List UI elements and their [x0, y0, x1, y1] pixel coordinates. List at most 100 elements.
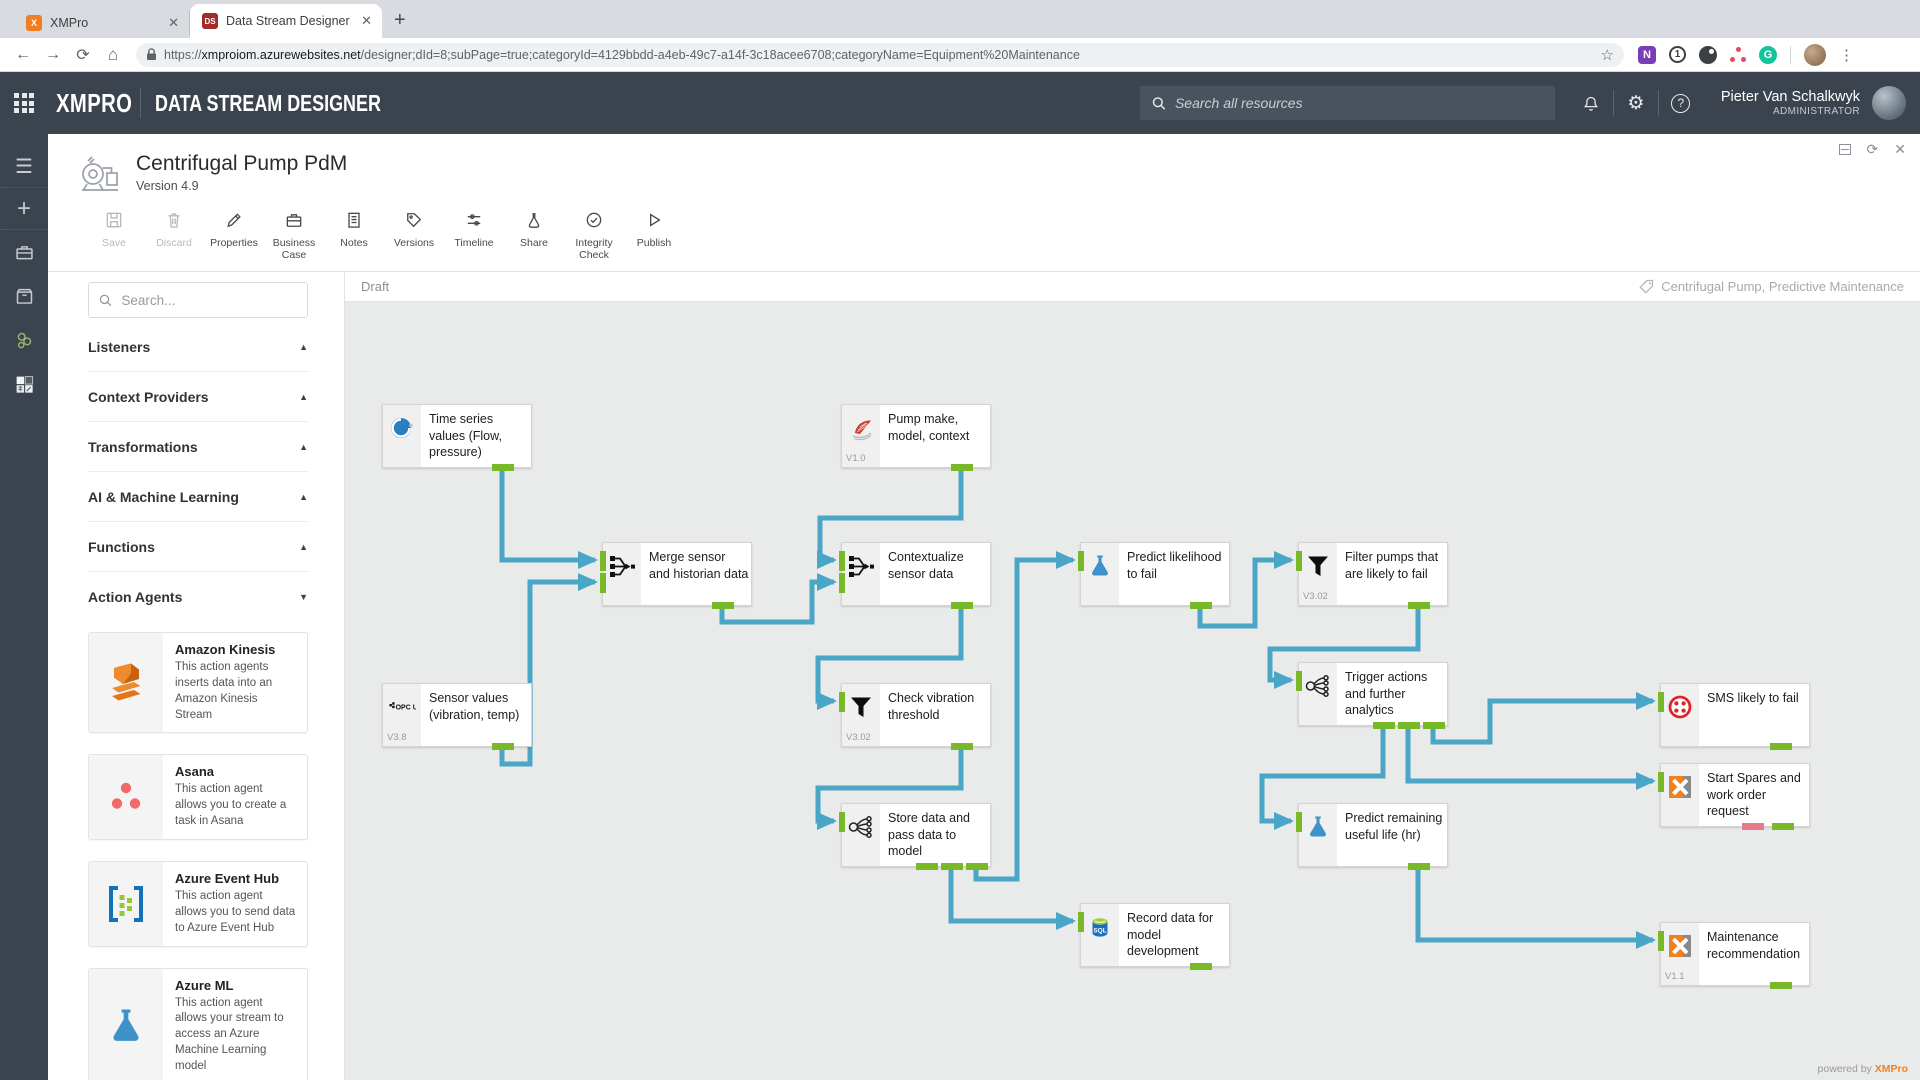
browser-tab-xmpro[interactable]: X XMPro ✕: [14, 11, 190, 35]
tab-close-icon[interactable]: ✕: [168, 15, 179, 30]
sidebar-category-listeners[interactable]: Listeners▲: [88, 322, 308, 372]
output-port[interactable]: [492, 743, 514, 750]
output-port[interactable]: [1770, 743, 1792, 750]
reload-icon[interactable]: ⟳: [76, 46, 90, 64]
home-icon[interactable]: ⌂: [107, 44, 119, 64]
archive-box-icon[interactable]: [0, 274, 48, 318]
output-port[interactable]: [492, 464, 514, 471]
input-port[interactable]: [1658, 692, 1664, 712]
sidebar-category-functions[interactable]: Functions▲: [88, 522, 308, 572]
settings-gear-icon[interactable]: ⚙: [1627, 92, 1645, 114]
tags-area[interactable]: Centrifugal Pump, Predictive Maintenance: [1639, 279, 1904, 294]
bookmark-star-icon[interactable]: ☆: [1600, 46, 1614, 64]
browser-menu-icon[interactable]: ⋮: [1839, 46, 1854, 64]
output-port[interactable]: [712, 602, 734, 609]
share-button[interactable]: Share: [504, 210, 564, 249]
output-port[interactable]: [1742, 823, 1764, 830]
timeline-button[interactable]: Timeline: [444, 210, 504, 249]
sidebar-category-ai-machine-learning[interactable]: AI & Machine Learning▲: [88, 472, 308, 522]
help-icon[interactable]: ?: [1659, 93, 1703, 113]
stream-node-predict-remaining-useful-life-hr[interactable]: Predict remaining useful life (hr): [1296, 803, 1448, 870]
brand-logo[interactable]: XMPRO: [56, 87, 133, 118]
input-port[interactable]: [839, 573, 845, 593]
sidebar-search[interactable]: [88, 282, 308, 318]
output-port[interactable]: [1408, 602, 1430, 609]
input-port[interactable]: [839, 692, 845, 712]
stream-node-trigger-actions-and-further-analytics[interactable]: Trigger actions and further analytics: [1296, 662, 1448, 729]
sidebar-search-input[interactable]: [121, 292, 297, 308]
input-port[interactable]: [1296, 812, 1302, 832]
new-tab-button[interactable]: +: [394, 9, 406, 31]
output-port[interactable]: [1770, 982, 1792, 989]
stream-node-merge-sensor-and-historian-data[interactable]: Merge sensor and historian data: [600, 542, 752, 609]
gears-icon[interactable]: [0, 318, 48, 362]
stream-canvas[interactable]: powered by XMPro Time series values (Flo…: [345, 302, 1920, 1080]
business-case-button[interactable]: Business Case: [264, 210, 324, 262]
save-button[interactable]: Save: [84, 210, 144, 249]
input-port[interactable]: [1658, 931, 1664, 951]
input-port[interactable]: [600, 551, 606, 571]
properties-button[interactable]: Properties: [204, 210, 264, 249]
grammarly-extension-icon[interactable]: G: [1759, 45, 1777, 64]
output-port[interactable]: [1190, 963, 1212, 970]
input-port[interactable]: [839, 812, 845, 832]
discard-button[interactable]: Discard: [144, 210, 204, 249]
briefcase-icon[interactable]: [0, 230, 48, 274]
user-block[interactable]: Pieter Van Schalkwyk ADMINISTRATOR: [1721, 88, 1860, 119]
browser-profile-avatar[interactable]: [1804, 43, 1826, 66]
menu-hamburger-icon[interactable]: ☰: [0, 146, 48, 188]
user-avatar[interactable]: [1872, 86, 1906, 120]
dark-circle-extension-icon[interactable]: [1699, 45, 1717, 64]
sidebar-category-context-providers[interactable]: Context Providers▲: [88, 372, 308, 422]
output-port[interactable]: [951, 602, 973, 609]
forward-icon[interactable]: →: [45, 45, 61, 63]
input-port[interactable]: [1078, 551, 1084, 571]
stream-node-time-series-values-flow-pressure[interactable]: Time series values (Flow, pressure): [382, 404, 532, 471]
tab-close-icon[interactable]: ✕: [361, 13, 372, 28]
input-port[interactable]: [1078, 912, 1084, 932]
browser-tab-data-stream-designer[interactable]: DS Data Stream Designer ✕: [190, 4, 382, 38]
sidebar-category-transformations[interactable]: Transformations▲: [88, 422, 308, 472]
restore-icon[interactable]: ⟳: [1866, 141, 1879, 157]
output-port[interactable]: [1408, 863, 1430, 870]
input-port[interactable]: [839, 551, 845, 571]
onepassword-extension-icon[interactable]: 1: [1669, 46, 1686, 63]
publish-button[interactable]: Publish: [624, 210, 684, 249]
collage-grid-icon[interactable]: [0, 362, 48, 406]
red-dots-extension-icon[interactable]: [1730, 47, 1746, 62]
integrity-check-button[interactable]: Integrity Check: [564, 210, 624, 262]
sidebar-category-action-agents[interactable]: Action Agents▼: [88, 572, 308, 622]
output-port[interactable]: [1373, 722, 1395, 729]
app-launcher-icon[interactable]: [0, 93, 48, 113]
input-port[interactable]: [1296, 671, 1302, 691]
stream-node-predict-likelihood-to-fail[interactable]: Predict likelihood to fail: [1078, 542, 1230, 609]
input-port[interactable]: [1658, 772, 1664, 792]
output-port[interactable]: [951, 743, 973, 750]
output-port[interactable]: [916, 863, 938, 870]
onenote-extension-icon[interactable]: N: [1638, 45, 1656, 64]
output-port[interactable]: [1190, 602, 1212, 609]
input-port[interactable]: [600, 573, 606, 593]
output-port[interactable]: [1423, 722, 1445, 729]
output-port[interactable]: [1772, 823, 1794, 830]
notes-button[interactable]: Notes: [324, 210, 384, 249]
stream-node-contextualize-sensor-data[interactable]: Contextualize sensor data: [839, 542, 991, 609]
output-port[interactable]: [951, 464, 973, 471]
stream-node-store-data-and-pass-data-to-model[interactable]: Store data and pass data to model: [839, 803, 991, 870]
stream-node-sms-likely-to-fail[interactable]: SMS likely to fail: [1658, 683, 1810, 750]
notifications-bell-icon[interactable]: [1569, 94, 1613, 113]
output-port[interactable]: [966, 863, 988, 870]
back-icon[interactable]: ←: [15, 45, 31, 63]
global-search-input[interactable]: [1174, 95, 1543, 111]
output-port[interactable]: [941, 863, 963, 870]
